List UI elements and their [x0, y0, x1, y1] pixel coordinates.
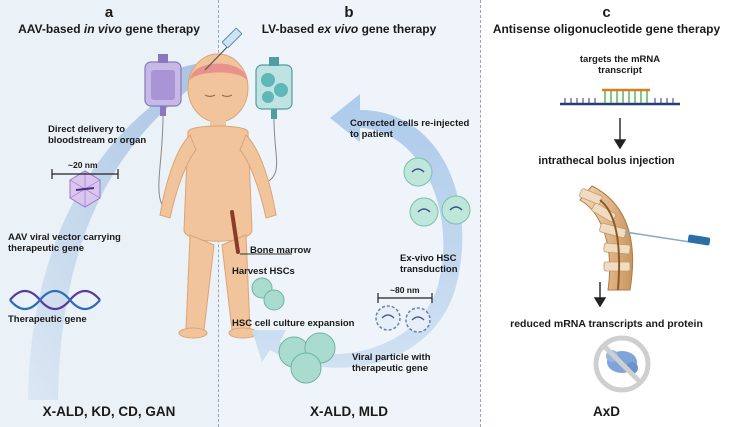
reinject-label: Corrected cells re-injected to patient [350, 118, 470, 141]
viral-particle-label: Viral particle with therapeutic gene [352, 352, 431, 375]
injection-label: intrathecal bolus injection [538, 155, 675, 167]
spine-icon [579, 185, 634, 291]
aav-capsid-icon [69, 170, 101, 208]
corrected-cell-icon [441, 195, 471, 225]
syringe-icon [204, 28, 242, 71]
culture-label: HSC cell culture expansion [232, 318, 355, 329]
panel-c-letter: c [602, 4, 611, 21]
hsc-cell-icon [263, 289, 285, 311]
transduction-label: Ex-vivo HSC transduction [400, 253, 458, 276]
iv-bag-aav-icon [144, 54, 182, 216]
panel-b-title: LV-based ex vivo gene therapy [261, 22, 437, 36]
down-arrow-icon [613, 118, 627, 150]
lv-size-label: ~80 nm [390, 285, 420, 295]
bone-marrow-label: Bone marrow [250, 245, 311, 256]
vector-label: AAV viral vector carrying therapeutic ge… [8, 232, 121, 255]
injection-needle-icon [624, 231, 711, 246]
panel-a-title: AAV-based in vivo gene therapy [18, 22, 200, 36]
lentivirus-particle-icon [405, 307, 431, 333]
reduced-label: reduced mRNA transcripts and protein [510, 318, 703, 330]
aav-size-label: ~20 nm [68, 160, 98, 170]
reinjection-arrow [252, 94, 463, 368]
corrected-cell-icon [409, 197, 439, 227]
panel-c-title: Antisense oligonucleotide gene therapy [492, 22, 721, 36]
gene-label: Therapeutic gene [8, 314, 87, 325]
harvest-label: Harvest HSCs [232, 266, 295, 277]
lentivirus-particle-icon [375, 305, 401, 331]
panel-b-diseases: X-ALD, MLD [310, 404, 388, 419]
mrna-aso-icon [560, 88, 680, 106]
panel-a-letter: a [104, 4, 114, 21]
divider-right [480, 0, 481, 427]
patient-child-figure [159, 53, 277, 339]
no-protein-icon [593, 335, 651, 393]
panel-a-diseases: X-ALD, KD, CD, GAN [42, 404, 176, 419]
iv-bag-lv-icon [255, 57, 293, 186]
corrected-cell-icon [403, 157, 433, 187]
dna-helix-icon [9, 289, 101, 311]
target-label: targets the mRNA transcript [579, 54, 661, 77]
hsc-culture-cell-icon [290, 352, 322, 384]
delivery-label: Direct delivery to bloodstream or organ [48, 124, 147, 147]
panel-c-disease: AxD [592, 404, 620, 419]
panel-b-letter: b [344, 4, 354, 21]
down-arrow-icon [593, 282, 607, 308]
